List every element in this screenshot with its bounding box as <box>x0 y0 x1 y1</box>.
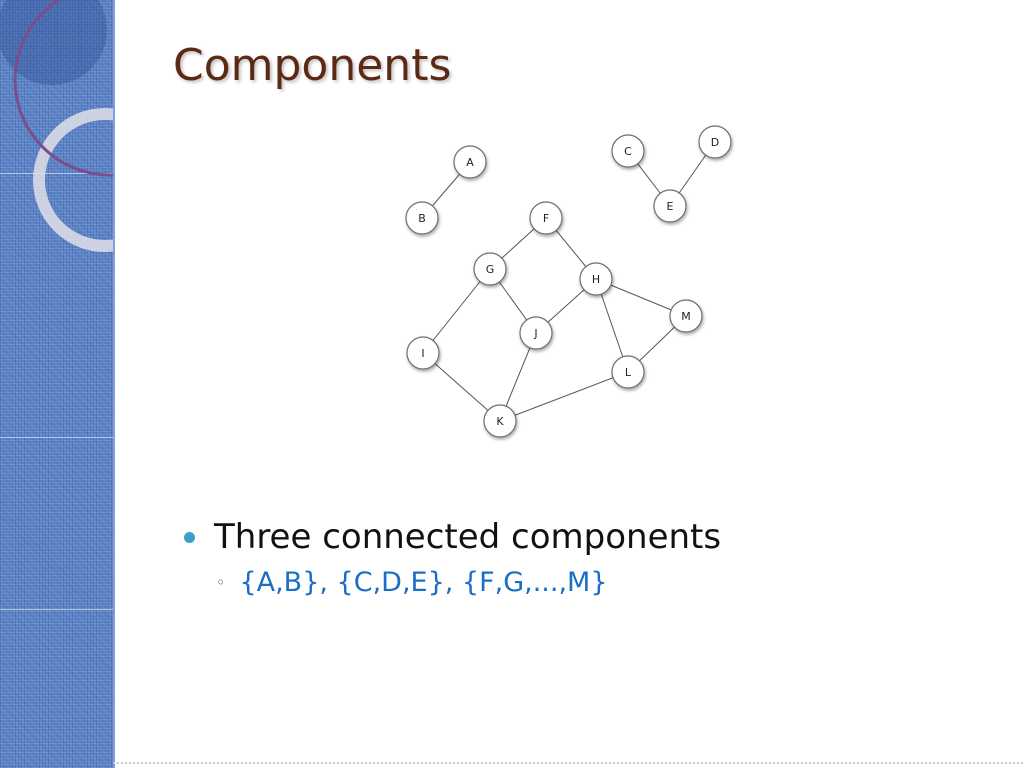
graph-node-label: K <box>496 415 504 428</box>
sub-bullet-item: ◦ {A,B}, {C,D,E}, {F,G,...,M} <box>216 567 721 598</box>
band-divider <box>0 609 113 610</box>
band-divider <box>0 173 113 174</box>
graph-node-circle <box>611 355 645 389</box>
sub-bullet-text: {A,B}, {C,D,E}, {F,G,...,M} <box>239 567 608 598</box>
graph-node-circle <box>453 145 487 179</box>
graph-node-label: J <box>533 327 537 340</box>
graph-node-g: G <box>473 252 507 286</box>
graph-node-circle <box>669 299 703 333</box>
graph-node-a: A <box>453 145 487 179</box>
bullet-list: Three connected components ◦ {A,B}, {C,D… <box>184 517 721 598</box>
band-divider <box>0 437 113 438</box>
graph-node-d: D <box>698 125 732 159</box>
graph-node-label: G <box>486 263 495 276</box>
graph-node-e: E <box>653 189 687 223</box>
graph-edges <box>421 141 716 422</box>
graph-node-circle <box>653 189 687 223</box>
graph-node-j: J <box>519 316 553 350</box>
bullet-item: Three connected components <box>184 517 721 557</box>
graph-node-circle <box>611 134 645 168</box>
bottom-divider <box>113 762 1024 764</box>
graph-node-h: H <box>579 262 613 296</box>
graph-node-circle <box>405 201 439 235</box>
graph-diagram: A B C D E F G H I J K L M <box>405 125 732 438</box>
graph-node-circle <box>698 125 732 159</box>
graph-node-label: M <box>681 310 691 323</box>
graph-node-circle <box>406 336 440 370</box>
graph-node-l: L <box>611 355 645 389</box>
sub-bullet-circle-icon: ◦ <box>216 573 226 592</box>
graph-edge-k-l <box>499 371 629 422</box>
graph-node-f: F <box>529 201 563 235</box>
graph-node-b: B <box>405 201 439 235</box>
decorative-side-band <box>0 0 115 768</box>
graph-node-m: M <box>669 299 703 333</box>
bullet-main-text: Three connected components <box>214 517 722 557</box>
graph-edge-g-i <box>422 268 491 354</box>
slide-title: Components <box>173 40 452 91</box>
graph-node-circle <box>473 252 507 286</box>
graph-edge-i-k <box>422 352 501 422</box>
graph-node-label: D <box>711 136 719 149</box>
graph-node-label: B <box>418 212 426 225</box>
graph-node-k: K <box>483 404 517 438</box>
graph-node-circle <box>483 404 517 438</box>
graph-node-label: I <box>421 347 424 360</box>
graph-node-label: C <box>624 145 632 158</box>
graph-node-circle <box>519 316 553 350</box>
graph-node-i: I <box>406 336 440 370</box>
graph-nodes: A B C D E F G H I J K L M <box>405 125 732 438</box>
graph-node-circle <box>529 201 563 235</box>
graph-node-label: H <box>592 273 600 286</box>
graph-node-label: E <box>667 200 674 213</box>
bullet-dot-icon <box>184 531 195 543</box>
graph-node-label: F <box>543 212 549 225</box>
graph-node-label: A <box>466 156 474 169</box>
graph-node-c: C <box>611 134 645 168</box>
graph-node-circle <box>579 262 613 296</box>
decorative-circles <box>0 0 113 252</box>
graph-node-label: L <box>625 366 632 379</box>
